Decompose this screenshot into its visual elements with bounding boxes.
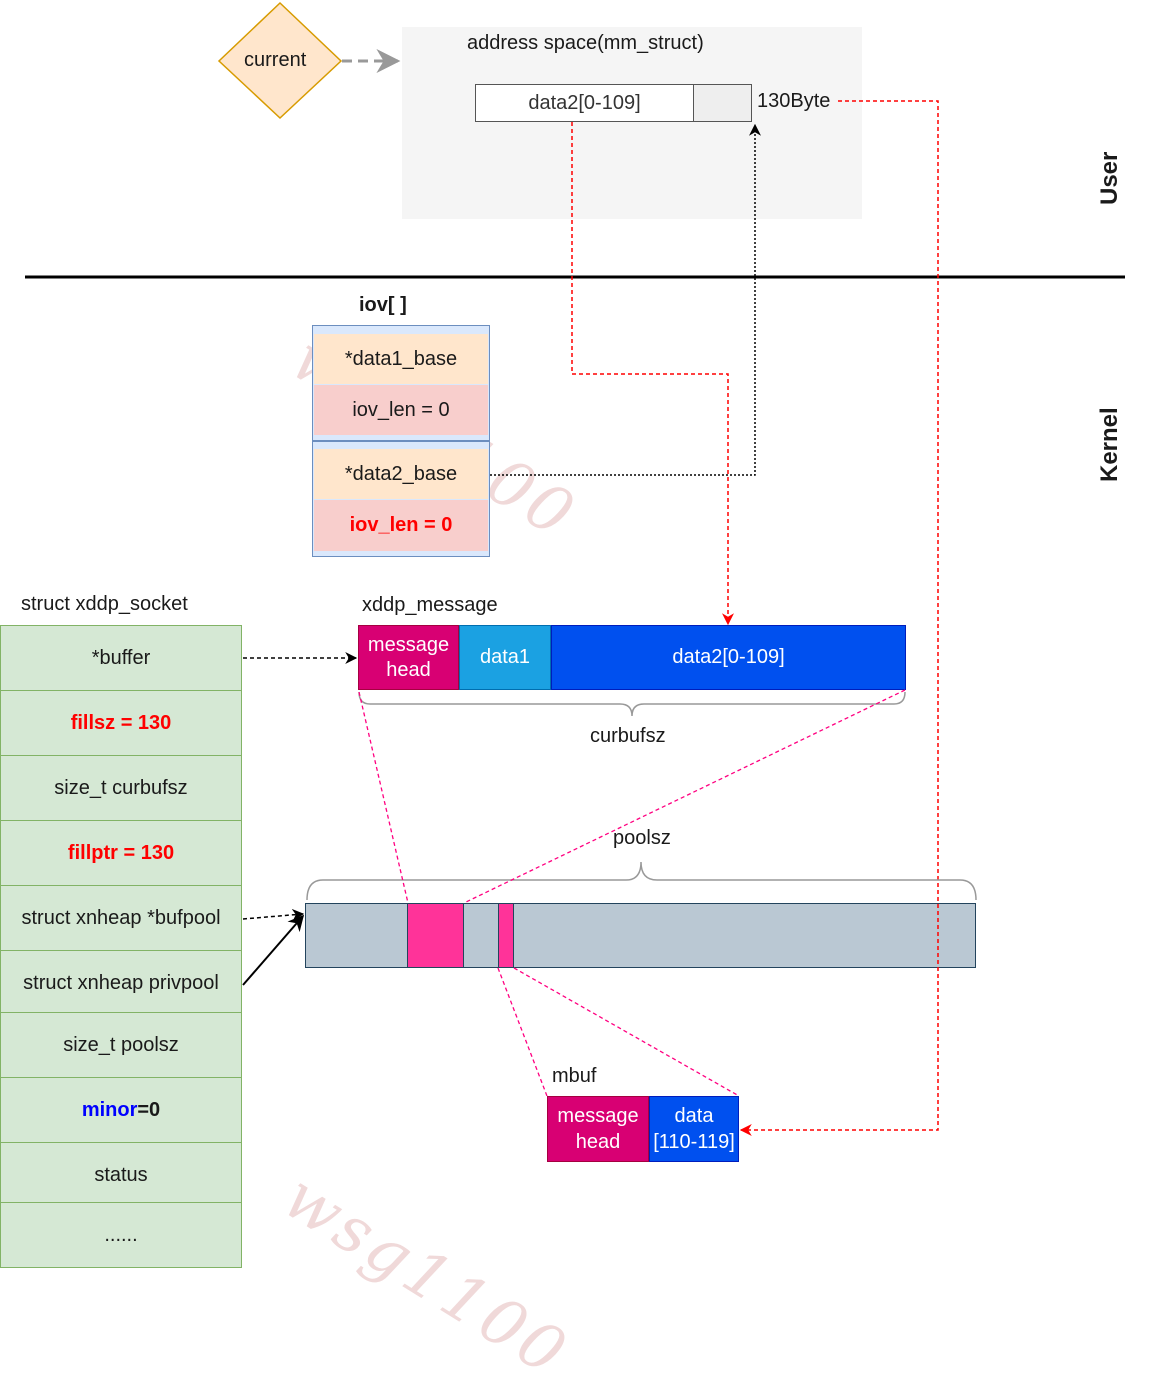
iov-title: iov[ ]: [359, 294, 407, 316]
socket-field-curbufsz-text: size_t curbufsz: [54, 776, 188, 799]
socket-field-fillptr-text: fillptr = 130: [67, 841, 175, 864]
socket-field-status: status: [0, 1142, 242, 1208]
zoom-line-mbuf-left: [497, 967, 548, 1097]
socket-field-minor-value: =0: [137, 1098, 161, 1121]
iov-divider: [312, 440, 490, 442]
mbuf-title: mbuf: [552, 1065, 597, 1087]
zoom-line-mbuf-right: [513, 967, 740, 1097]
socket-field-more: ......: [0, 1202, 242, 1268]
mbuf-head-text: message head: [557, 1105, 639, 1153]
iov-entry-2-base: *data2_base: [314, 449, 488, 499]
iov-entry-2-len-text: iov_len = 0: [349, 514, 453, 536]
pool-mbuf-block: [498, 903, 514, 968]
zoom-line-message-right: [463, 689, 906, 904]
message-head: message head: [358, 625, 459, 690]
iov-entry-1-len: iov_len = 0: [314, 385, 488, 435]
iov-entry-1-base-text: *data1_base: [344, 347, 458, 370]
user-buffer-tail: [693, 84, 752, 122]
socket-field-fillsz: fillsz = 130: [0, 690, 242, 756]
socket-field-fillptr: fillptr = 130: [0, 820, 242, 886]
region-kernel: Kernel: [1096, 407, 1123, 482]
message-data1: data1: [459, 625, 551, 690]
socket-field-privpool: struct xnheap privpool: [0, 950, 242, 1016]
socket-field-bufpool: struct xnheap *bufpool: [0, 885, 242, 951]
size-label: 130Byte: [757, 90, 831, 112]
message-title: xddp_message: [362, 594, 498, 616]
socket-field-buffer: *buffer: [0, 625, 242, 691]
privpool-arrow: [242, 914, 305, 986]
iov-entry-1-len-text: iov_len = 0: [352, 398, 450, 421]
socket-field-privpool-text: struct xnheap privpool: [23, 971, 219, 994]
socket-title: struct xddp_socket: [21, 593, 188, 615]
socket-field-fillsz-text: fillsz = 130: [70, 711, 172, 734]
poolsz-label: poolsz: [613, 827, 671, 849]
bufpool-pointer-arrow: [242, 908, 305, 921]
mbuf-data: data [110-119]: [649, 1096, 739, 1162]
message-data1-text: data1: [479, 646, 531, 668]
current-label: current: [244, 49, 307, 71]
poolsz-brace: [306, 861, 977, 901]
socket-field-minor: minor=0: [0, 1077, 242, 1143]
mbuf-head: message head: [547, 1096, 649, 1162]
curbufsz-brace: [358, 691, 906, 717]
socket-field-minor-key: minor: [81, 1098, 138, 1121]
socket-field-bufpool-text: struct xnheap *bufpool: [21, 906, 221, 929]
socket-field-buffer-text: *buffer: [91, 646, 151, 669]
address-space-title: address space(mm_struct): [467, 32, 704, 54]
user-buffer-label: data2[0-109]: [528, 91, 641, 114]
overflow-arrow: [739, 100, 939, 1136]
user-buffer: data2[0-109]: [475, 84, 694, 122]
socket-field-curbufsz: size_t curbufsz: [0, 755, 242, 821]
region-user: User: [1096, 151, 1123, 205]
message-data2-text: data2[0-109]: [672, 646, 785, 668]
socket-field-status-text: status: [94, 1163, 148, 1186]
socket-field-more-text: ......: [104, 1223, 138, 1246]
zoom-line-message-left: [358, 691, 409, 904]
pool-message-block: [407, 903, 464, 968]
socket-field-poolsz-text: size_t poolsz: [63, 1033, 179, 1056]
address-space-panel: [402, 27, 862, 219]
heap-pool: [305, 903, 976, 968]
iov-entry-1-base: *data1_base: [314, 334, 488, 384]
socket-field-poolsz: size_t poolsz: [0, 1012, 242, 1078]
curbufsz-label: curbufsz: [590, 725, 666, 747]
message-head-text: message head: [367, 633, 450, 681]
iov-entry-2-base-text: *data2_base: [344, 462, 458, 485]
message-data2: data2[0-109]: [551, 625, 906, 690]
watermark-bottom: wsg1100: [270, 1160, 581, 1392]
iov-entry-2-len: iov_len = 0: [314, 500, 488, 551]
mbuf-data-text: data [110-119]: [653, 1105, 735, 1153]
